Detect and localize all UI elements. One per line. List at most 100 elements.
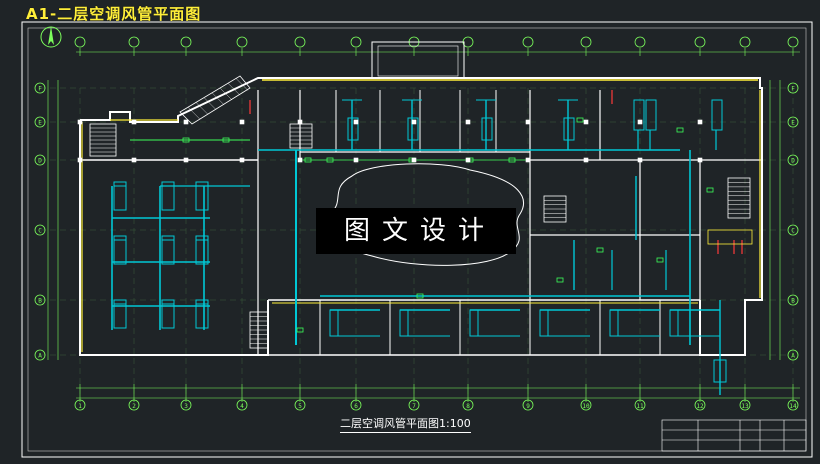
structural-column	[411, 157, 417, 163]
drawing-title: A1-二层空调风管平面图	[26, 5, 202, 23]
inner-frame	[27, 27, 807, 452]
fan-coil-unit	[407, 117, 419, 141]
grid-bubble	[236, 36, 248, 48]
grid-label-right: E	[791, 120, 795, 127]
structural-column	[183, 157, 189, 163]
supply-diffuser	[676, 127, 684, 133]
ramp-tread	[219, 87, 233, 101]
grid-bubble	[787, 116, 799, 128]
grid-bubble	[739, 36, 751, 48]
fan-coil-unit	[481, 117, 493, 141]
grid-bubble	[350, 36, 362, 48]
grid-bubble	[34, 224, 46, 236]
structural-column	[297, 119, 303, 125]
grid-label-right: C	[791, 228, 795, 235]
grid-label-bottom: 3	[184, 403, 188, 410]
grid-bubble	[787, 224, 799, 236]
fan-coil-unit	[347, 117, 359, 141]
structural-column	[697, 119, 703, 125]
grid-bubble	[787, 294, 799, 306]
air-handler-unit	[113, 235, 127, 265]
fan-coil-unit	[669, 309, 679, 337]
grid-bubble	[34, 154, 46, 166]
structural-column	[583, 157, 589, 163]
supply-diffuser	[556, 277, 564, 283]
structural-column	[77, 119, 83, 125]
air-handler-unit	[161, 299, 175, 329]
outer-frame	[21, 21, 813, 458]
fan-coil-unit	[711, 99, 723, 131]
stairwell-east	[727, 177, 751, 219]
grid-label-bottom: 9	[526, 403, 530, 410]
ramp-tread	[211, 92, 225, 105]
grid-bubble	[787, 154, 799, 166]
grid-bubble	[634, 36, 646, 48]
structural-column	[697, 157, 703, 163]
ramp-tread	[227, 83, 241, 96]
exterior-wall	[80, 77, 763, 356]
grid-label-bottom: 11	[636, 403, 644, 410]
fan-coil-unit	[645, 99, 657, 131]
structural-column	[637, 157, 643, 163]
supply-diffuser	[576, 117, 584, 123]
structural-column	[131, 119, 137, 125]
grid-label-left: F	[38, 86, 42, 93]
entrance-canopy-inner	[377, 45, 459, 77]
ramp-tread	[187, 107, 201, 120]
north-arrow-icon	[40, 26, 62, 48]
grid-bubble	[34, 349, 46, 361]
structural-column	[525, 119, 531, 125]
structural-column	[465, 119, 471, 125]
air-handler-unit	[161, 235, 175, 265]
ramp-tread	[203, 97, 217, 110]
structural-column	[411, 119, 417, 125]
grid-label-right: A	[791, 353, 795, 360]
fan-coil-unit	[563, 117, 575, 141]
supply-diffuser	[296, 327, 304, 333]
grid-label-bottom: 7	[412, 403, 416, 410]
grid-bubble	[522, 36, 534, 48]
supply-diffuser	[656, 257, 664, 263]
air-handler-unit	[161, 181, 175, 211]
grid-bubble	[34, 294, 46, 306]
grid-bubble	[34, 82, 46, 94]
grid-label-bottom: 8	[466, 403, 470, 410]
grid-label-bottom: 12	[696, 403, 704, 410]
supply-diffuser	[596, 247, 604, 253]
fan-coil-unit	[469, 309, 479, 337]
structural-column	[131, 157, 137, 163]
grid-label-left: D	[38, 158, 42, 165]
grid-label-bottom: 5	[298, 403, 302, 410]
ramp	[179, 75, 251, 125]
grid-label-left: A	[38, 353, 42, 360]
grid-label-right: F	[791, 86, 795, 93]
equipment-room	[707, 229, 753, 245]
grid-label-bottom: 2	[132, 403, 136, 410]
grid-bubble	[787, 82, 799, 94]
title-block	[661, 419, 807, 452]
grid-bubble	[787, 349, 799, 361]
grid-bubble	[180, 36, 192, 48]
fan-coil-unit	[539, 309, 549, 337]
grid-label-left: E	[38, 120, 42, 127]
air-handler-unit	[195, 235, 209, 265]
structural-column	[465, 157, 471, 163]
grid-bubble	[34, 116, 46, 128]
ramp-tread	[195, 102, 209, 115]
structural-column	[183, 119, 189, 125]
grid-label-bottom: 14	[789, 403, 797, 410]
supply-diffuser	[706, 187, 714, 193]
grid-bubble	[128, 36, 140, 48]
grid-label-right: D	[791, 158, 795, 165]
fan-coil-unit	[609, 309, 619, 337]
structural-column	[353, 119, 359, 125]
plan-caption: 二层空调风管平面图1:100	[340, 415, 471, 433]
structural-column	[637, 119, 643, 125]
grid-label-left: C	[38, 228, 42, 235]
grid-label-bottom: 4	[240, 403, 244, 410]
air-handler-unit	[113, 299, 127, 329]
grid-label-bottom: 1	[78, 403, 82, 410]
ramp-tread	[235, 78, 249, 91]
